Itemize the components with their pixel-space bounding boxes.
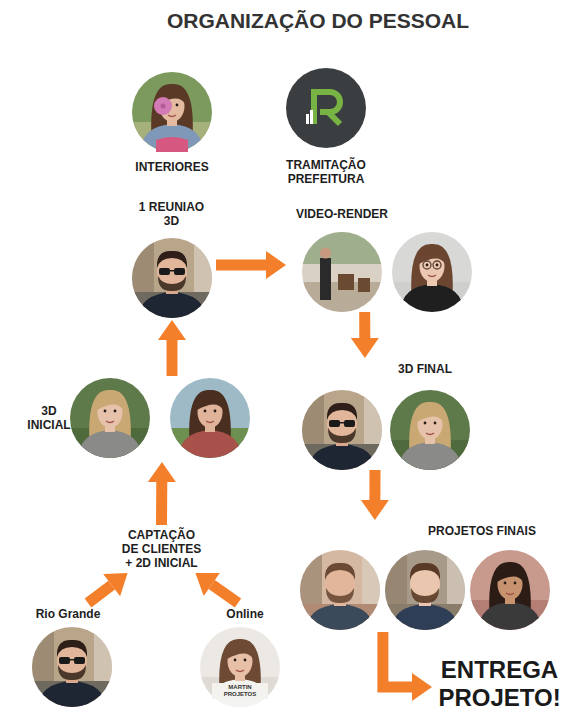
diagram-title: ORGANIZAÇÃO DO PESSOAL <box>163 9 473 33</box>
node-label: 3D INICIAL <box>20 404 78 432</box>
node-label: ENTREGA PROJETO! <box>434 656 565 712</box>
arrow-head <box>412 673 432 701</box>
person-group-node: Rio Grande <box>28 603 118 709</box>
node-label: Online <box>198 607 292 621</box>
photo <box>300 550 380 630</box>
photo <box>132 238 212 318</box>
node-label: TRAMITAÇÃO PREFEITURA <box>281 158 371 186</box>
person-group-node: PROJETOS FINAIS <box>298 520 556 632</box>
photo <box>70 378 150 458</box>
pink-top <box>156 137 188 152</box>
photo <box>32 627 112 707</box>
arrow-head <box>103 573 127 596</box>
photo <box>392 232 472 312</box>
person-group-node: 1 REUNIAO 3D <box>128 198 216 320</box>
node-label: Rio Grande <box>28 607 108 621</box>
node-label: 1 REUNIAO 3D <box>134 200 209 228</box>
arrow-shaft <box>383 632 412 687</box>
node-label: 3D FINAL <box>398 362 478 376</box>
arrow-shaft <box>216 260 266 271</box>
arrow-head <box>351 338 379 358</box>
photo <box>390 390 470 470</box>
arrow-shaft <box>167 340 178 376</box>
pink-disc <box>154 97 172 115</box>
photo <box>302 390 382 470</box>
arrow-shaft <box>156 482 167 525</box>
arrow-shaft <box>88 585 112 603</box>
photo <box>132 72 212 152</box>
flow-arrow <box>351 312 379 358</box>
person-group-node: ENTREGA PROJETO! <box>432 652 567 722</box>
flow-arrow <box>88 573 128 603</box>
photo <box>170 378 250 458</box>
arrow-head <box>266 251 286 279</box>
person-group-node: TRAMITAÇÃO PREFEITURA <box>276 66 376 188</box>
arrow-shaft <box>212 585 238 604</box>
arrow-head <box>195 573 219 596</box>
logo <box>286 68 366 148</box>
arrow-shaft <box>369 470 380 500</box>
person-group-node: INTERIORES <box>117 70 227 180</box>
photo <box>200 627 280 707</box>
flow-arrow <box>195 573 238 603</box>
photo <box>470 550 550 630</box>
person-group-node: 3D INICIAL <box>15 376 255 462</box>
flow-arrow <box>361 470 389 520</box>
flow-arrow <box>216 251 286 279</box>
arrow-shaft <box>359 312 370 338</box>
photo-sign-text: MARTIN PROJETOS <box>212 683 268 699</box>
node-label: CAPTAÇÃO DE CLIENTES + 2D INICIAL <box>120 528 204 570</box>
glasses <box>423 261 441 269</box>
photo <box>385 550 465 630</box>
person-group-node: 3D FINAL <box>298 358 476 470</box>
node-label: VIDEO-RENDER <box>287 207 397 221</box>
flow-arrow <box>383 632 432 701</box>
pink-disc-hole <box>161 104 166 109</box>
photo <box>302 232 382 312</box>
flow-arrow <box>148 462 176 525</box>
node-label: PROJETOS FINAIS <box>422 524 542 538</box>
node-label: INTERIORES <box>117 160 227 174</box>
arrow-head <box>361 500 389 520</box>
arrow-head <box>148 462 176 482</box>
flow-arrow <box>158 320 186 376</box>
person-group-node: CAPTAÇÃO DE CLIENTES + 2D INICIAL <box>105 525 218 573</box>
person-group-node: VIDEO-RENDER <box>286 205 478 312</box>
arrow-head <box>158 320 186 340</box>
